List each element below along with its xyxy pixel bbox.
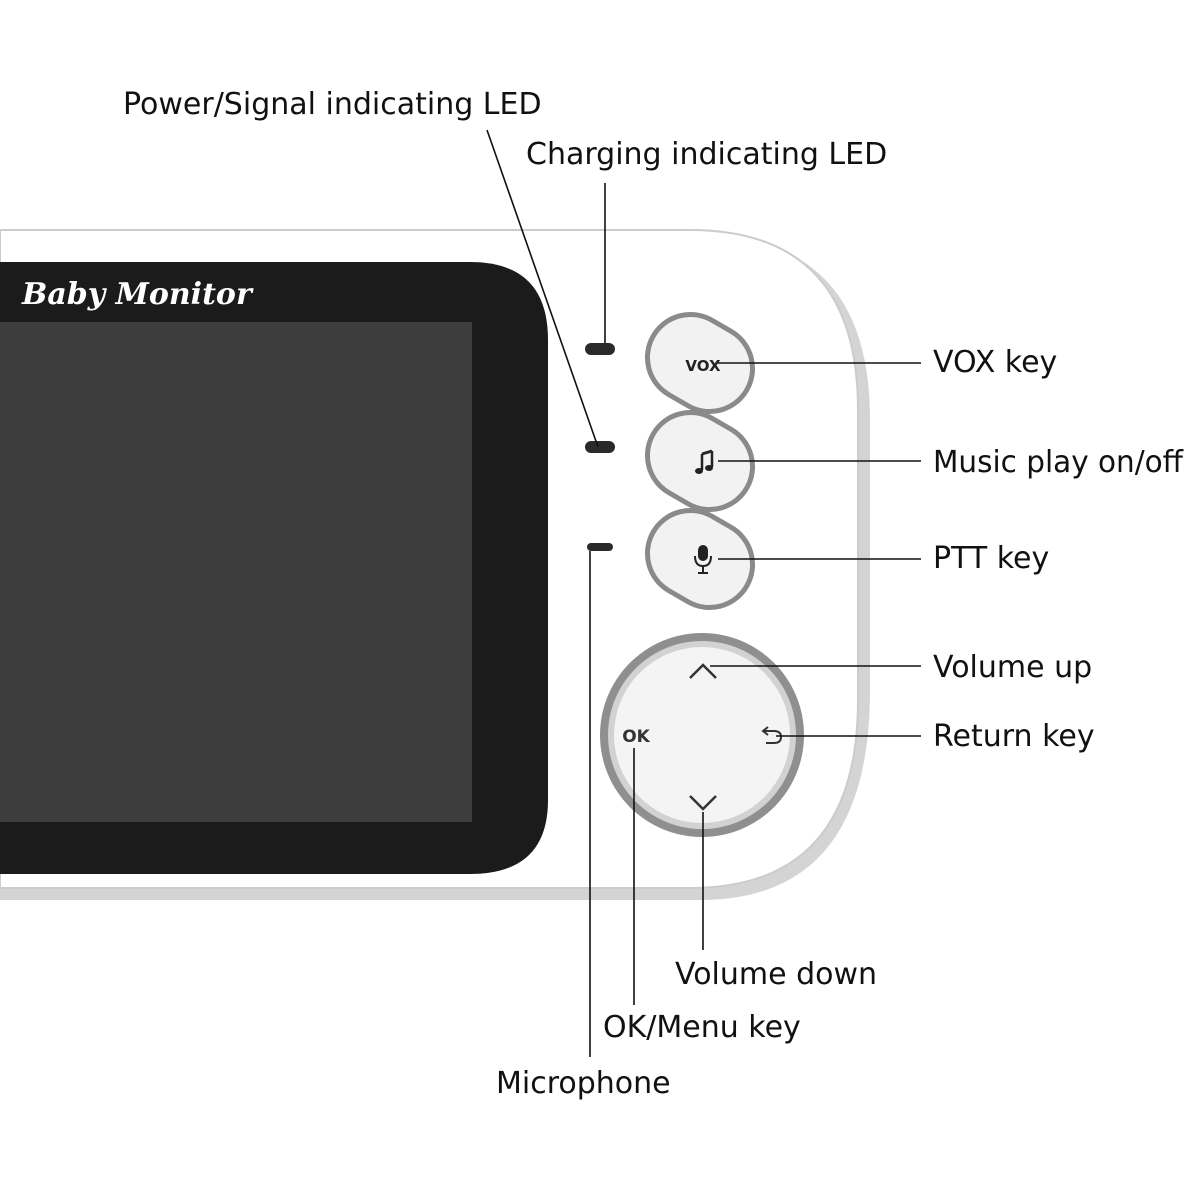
dpad-face — [614, 647, 790, 823]
brand-label: Baby Monitor — [21, 277, 254, 312]
label-ok-menu: OK/Menu key — [603, 1010, 801, 1045]
chevron-down-icon — [689, 795, 717, 811]
power-signal-led — [585, 343, 615, 355]
vox-key[interactable]: VOX — [632, 299, 769, 427]
volume-up-button[interactable] — [689, 663, 717, 679]
ptt-key[interactable] — [632, 495, 769, 623]
label-music-play: Music play on/off — [933, 445, 1184, 480]
leader-power-led — [486, 129, 599, 448]
charging-led — [585, 441, 615, 453]
label-ptt-key: PTT key — [933, 541, 1049, 576]
vox-key-ring — [644, 312, 756, 414]
music-key-ring — [644, 410, 756, 512]
label-volume-down: Volume down — [675, 957, 877, 992]
music-key[interactable] — [632, 397, 769, 525]
return-button[interactable] — [761, 726, 783, 744]
vox-key-label: VOX — [685, 357, 721, 375]
ok-button-label: OK — [622, 727, 650, 747]
label-charging-led: Charging indicating LED — [526, 137, 887, 172]
label-volume-up: Volume up — [933, 650, 1092, 685]
return-arrow-icon — [761, 726, 783, 744]
screen-assembly: Baby Monitor — [0, 262, 548, 874]
microphone-hole — [587, 543, 613, 551]
music-note-icon — [695, 449, 714, 474]
screen-display — [0, 322, 472, 822]
label-return-key: Return key — [933, 719, 1095, 754]
chevron-up-icon — [689, 663, 717, 679]
label-microphone: Microphone — [496, 1066, 671, 1101]
leader-lines — [486, 129, 921, 1057]
microphone-icon — [694, 545, 712, 574]
navigation-pad: OK — [600, 633, 804, 837]
ok-menu-button[interactable]: OK — [622, 727, 650, 747]
label-vox-key: VOX key — [933, 345, 1057, 380]
label-power-led: Power/Signal indicating LED — [123, 87, 542, 122]
callout-labels: Power/Signal indicating LED Charging ind… — [123, 87, 1184, 1101]
volume-down-button[interactable] — [689, 795, 717, 811]
